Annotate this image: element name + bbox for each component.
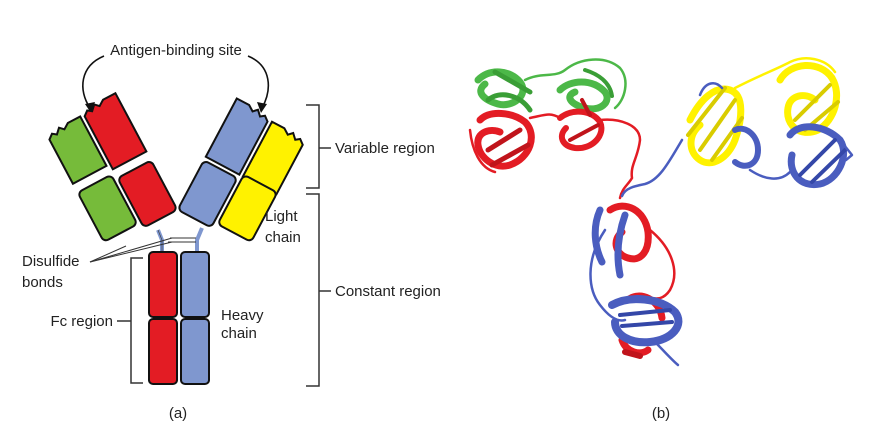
heavy-chain-label-line2: chain [221,325,257,342]
left-fab-arm [48,91,177,242]
heavy-chain-blue-ribbon-fab [698,82,854,189]
heavy-chain-ch1-domain [178,161,237,227]
fc-ribbon [589,202,683,367]
variable-region-bracket [306,104,320,189]
caption-a: (a) [169,405,187,422]
heavy-chain-ch3-blue [180,318,210,385]
antigen-binding-site-label: Antigen-binding site [110,42,242,59]
ribbon-structure: (b) [468,57,854,422]
right-fab-arm [178,97,304,242]
light-chain-variable-domain [48,115,108,186]
heavy-chain-variable-domain [204,97,269,176]
light-chain-label-line2: chain [265,229,301,246]
fc-region-label: Fc region [50,313,113,330]
heavy-chain-ch3-red [148,318,178,385]
light-chain-label-line1: Light [265,208,298,225]
fc-bracket [130,257,143,384]
constant-region-label: Constant region [335,283,441,300]
heavy-chain-red-ribbon-fab [468,98,605,174]
light-chain-green-ribbon [474,58,627,113]
heavy-chain-ch2-blue [180,251,210,318]
heavy-chain-ch1-domain [118,161,177,227]
variable-region-label: Variable region [335,140,435,157]
heavy-chain-ch2-red [148,251,178,318]
disulfide-label-line1: Disulfide [22,253,80,270]
heavy-chain-label-line1: Heavy [221,307,264,324]
light-chain-constant-domain [78,175,137,242]
arrow-right-icon [247,55,269,109]
heavy-chain-variable-domain [83,91,148,171]
schematic-antibody: Antigen-binding site Disulfide [22,42,441,422]
light-chain-constant-domain [218,175,277,242]
caption-b: (b) [652,405,670,422]
disulfide-label-line2: bonds [22,274,63,291]
arrow-left-icon [82,55,105,109]
constant-region-bracket [306,193,320,387]
light-chain-yellow-ribbon [686,57,841,167]
